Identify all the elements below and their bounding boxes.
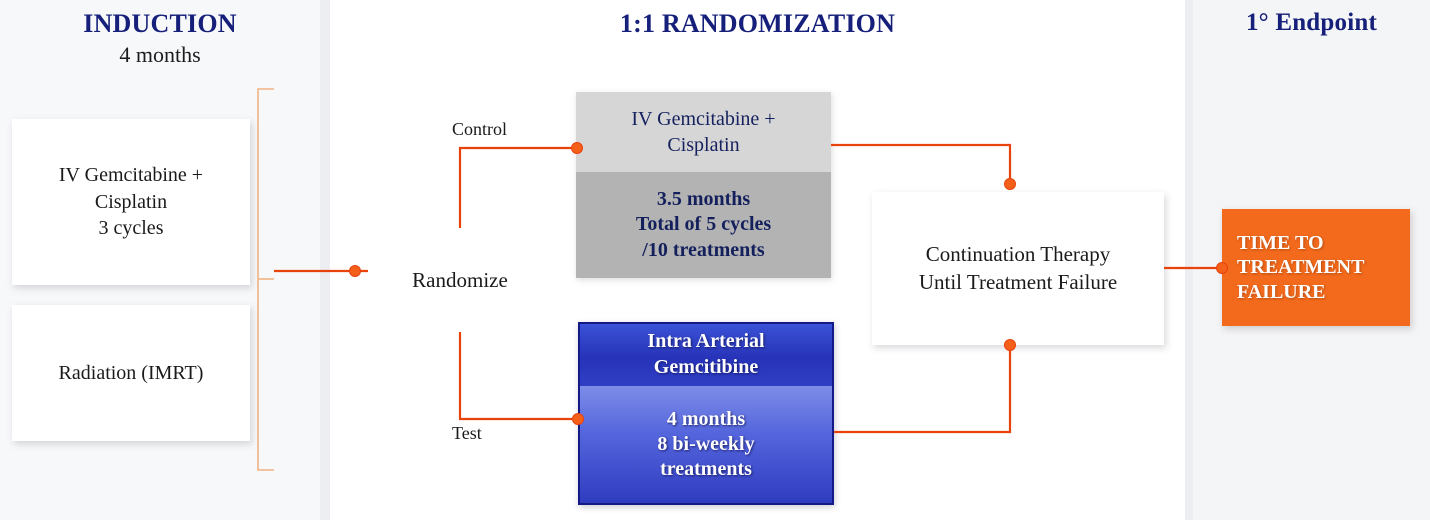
induction-box-1-line-1: IV Gemcitabine +	[58, 164, 204, 187]
endpoint-line-3: FAILURE	[1237, 280, 1326, 303]
control-arm-header-line-2: Cisplatin	[667, 134, 740, 156]
induction-box-1-line-2: Cisplatin	[94, 190, 168, 213]
endpoint-line-1: TIME TO	[1237, 231, 1324, 254]
branch-label-test: Test	[452, 423, 482, 443]
randomization-column-title: 1:1 RANDOMIZATION	[619, 9, 896, 38]
test-arm-header-line-1: Intra Arterial	[647, 330, 765, 353]
branch-label-control: Control	[452, 119, 508, 139]
control-arm-detail-line-1: 3.5 months	[656, 188, 751, 211]
continuation-line-2: Until Treatment Failure	[918, 269, 1118, 294]
primary-endpoint-box: TIME TO TREATMENT FAILURE	[1222, 209, 1410, 326]
endpoint-line-2: TREATMENT	[1237, 256, 1365, 279]
induction-column-title: INDUCTION	[83, 9, 237, 38]
test-arm-detail-line-3: treatments	[660, 458, 752, 481]
continuation-line-1: Continuation Therapy	[925, 241, 1111, 266]
endpoint-column-title: 1° Endpoint	[1245, 9, 1377, 36]
control-arm-detail-line-3: /10 treatments	[642, 238, 765, 261]
control-arm-box: IV Gemcitabine + Cisplatin 3.5 months To…	[576, 92, 831, 278]
test-arm-detail-line-1: 4 months	[666, 407, 746, 430]
panel-divider-right	[1185, 0, 1193, 520]
induction-box-2-line-1: Radiation (IMRT)	[58, 361, 204, 384]
control-arm-detail-line-2: Total of 5 cycles	[635, 213, 772, 236]
control-arm-header-line-1: IV Gemcitabine +	[631, 108, 776, 130]
induction-box-1-line-3: 3 cycles	[98, 217, 164, 240]
test-arm-header: Intra Arterial Gemcitibine	[580, 324, 832, 386]
panel-divider-left	[320, 0, 330, 520]
test-arm-detail-line-2: 8 bi-weekly	[657, 432, 755, 455]
induction-box-chemotherapy: IV Gemcitabine + Cisplatin 3 cycles	[12, 119, 250, 285]
test-arm-box: Intra Arterial Gemcitibine 4 months 8 bi…	[578, 322, 834, 505]
continuation-therapy-box: Continuation Therapy Until Treatment Fai…	[872, 192, 1164, 345]
randomize-decision-node: Randomize	[370, 228, 550, 332]
induction-box-radiation: Radiation (IMRT)	[12, 305, 250, 441]
induction-column-subtitle: 4 months	[119, 42, 201, 67]
randomize-label: Randomize	[412, 267, 508, 292]
control-arm-detail: 3.5 months Total of 5 cycles /10 treatme…	[576, 172, 831, 278]
control-arm-header: IV Gemcitabine + Cisplatin	[576, 92, 831, 172]
test-arm-header-line-2: Gemcitibine	[653, 356, 759, 378]
test-arm-detail: 4 months 8 bi-weekly treatments	[580, 386, 832, 503]
